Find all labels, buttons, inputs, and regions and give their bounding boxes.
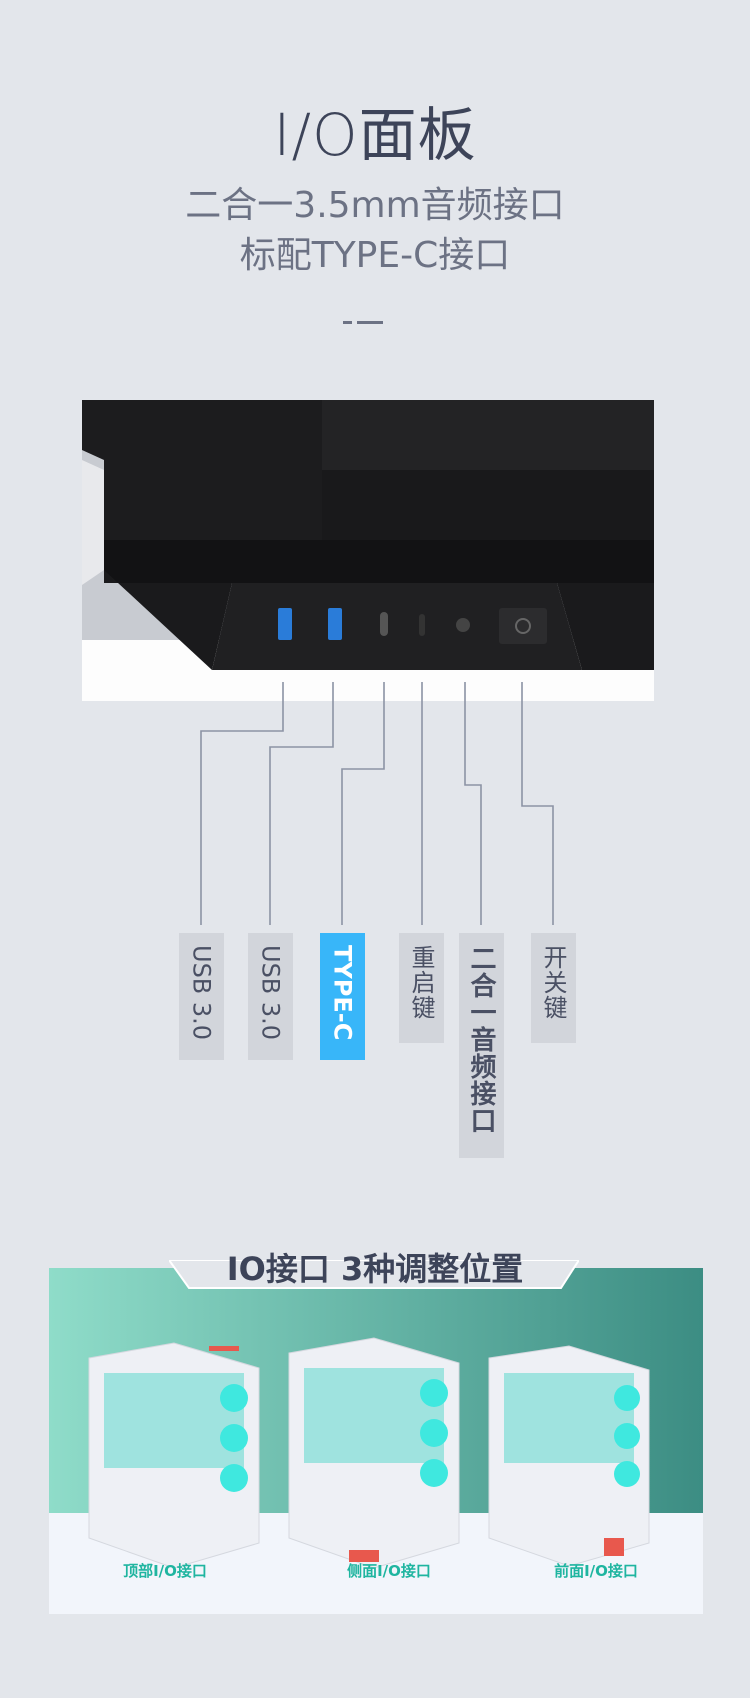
io-panel-photo	[82, 400, 654, 701]
case-image-top	[88, 1342, 260, 1569]
power-button	[499, 608, 547, 644]
subtitle-typec: 标配TYPE-C接口	[239, 235, 511, 276]
label-audio: 二合一音频接口	[459, 933, 504, 1158]
title-tab-shape	[49, 1260, 703, 1289]
caption-front-io: 前面I/O接口	[554, 1562, 638, 1580]
typec-port	[380, 612, 388, 636]
io-marker-side	[349, 1550, 379, 1562]
caption-side-io: 侧面I/O接口	[347, 1562, 431, 1580]
divider-line	[357, 321, 383, 324]
case-image-side	[288, 1337, 460, 1569]
positions-title: IO接口 3种调整位置	[226, 1250, 524, 1288]
label-typec: TYPE-C	[320, 933, 365, 1060]
reset-button	[419, 614, 425, 636]
usb-port-1	[278, 608, 292, 640]
label-power: 开关键	[531, 933, 576, 1043]
page-title: I/O面板	[273, 101, 477, 169]
subtitle-audio: 二合一3.5mm音频接口	[185, 185, 565, 226]
io-marker-front	[604, 1538, 624, 1556]
usb-port-2	[328, 608, 342, 640]
io-positions-panel	[49, 1268, 703, 1614]
callout-lines	[200, 682, 554, 925]
caption-top-io: 顶部I/O接口	[123, 1562, 207, 1580]
label-usb-1: USB 3.0	[179, 933, 224, 1060]
audio-jack	[456, 618, 470, 632]
case-image-front	[488, 1345, 650, 1567]
label-usb-2: USB 3.0	[248, 933, 293, 1060]
divider-dot	[343, 321, 352, 324]
io-marker-top	[209, 1346, 239, 1351]
label-reset: 重启键	[399, 933, 444, 1043]
